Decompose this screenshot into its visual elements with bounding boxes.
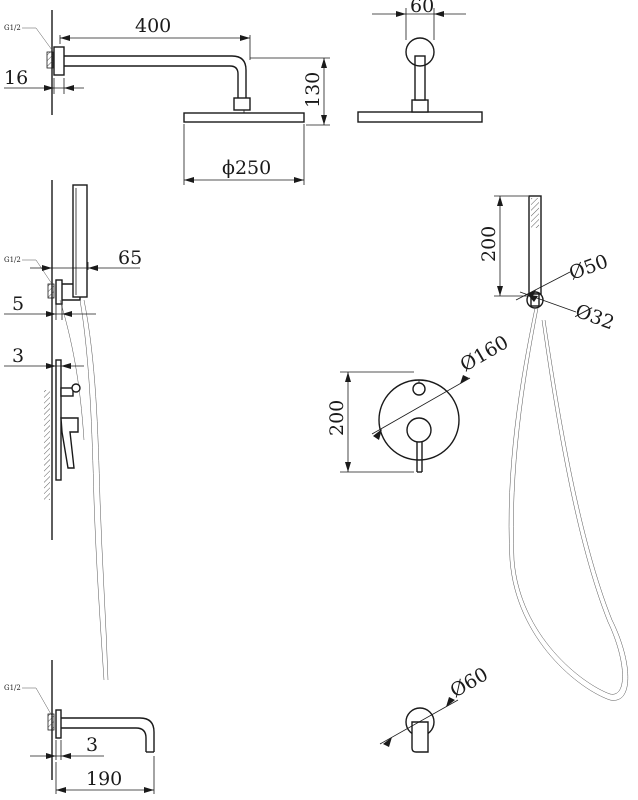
hose-loop-inner <box>513 307 623 695</box>
dim-arm-drop: 130 <box>302 72 324 108</box>
lever-handle-side <box>60 417 79 469</box>
diverter-knob-side <box>60 387 74 397</box>
holder-thread <box>47 283 55 299</box>
dim-spout-dia: Ø60 <box>447 663 492 702</box>
handset-spray-face <box>531 198 539 228</box>
shower-head-side <box>183 112 305 123</box>
dim-valve-plate-dia: Ø160 <box>457 331 513 376</box>
dim-handset-head-dia: Ø50 <box>566 250 611 284</box>
spout-side-view: G1/2 3 190 <box>4 660 155 794</box>
spout-plate <box>55 709 62 739</box>
arm-pipe-bottom <box>64 65 239 98</box>
hose-side-1 <box>79 299 105 681</box>
spout-front-view: Ø60 <box>379 663 492 753</box>
arm-connector <box>233 97 251 111</box>
valve-plate-front <box>378 379 460 461</box>
front-arm-pipe <box>414 55 426 101</box>
diverter-knob-front <box>412 382 426 396</box>
valve-front-view: Ø160 200 <box>326 331 513 473</box>
shower-arm-front-view: 60 <box>357 0 483 123</box>
dim-holder-plate: 5 <box>12 293 24 315</box>
front-arm-flange <box>405 37 435 67</box>
spout-thread <box>47 713 55 731</box>
spout-pipe-bottom <box>61 727 147 752</box>
holder-valve-side-view: G1/2 65 5 3 <box>4 180 142 681</box>
dim-head-diameter: ϕ250 <box>222 157 271 179</box>
handset-front-view: 200 Ø50 Ø32 <box>478 195 629 701</box>
dim-arm-length: 400 <box>135 15 171 37</box>
arm-wall-flange <box>53 46 65 76</box>
hose-side-2 <box>83 299 109 681</box>
dim-arm-side-width: 60 <box>410 0 434 17</box>
thread-label-holder: G1/2 <box>4 256 21 264</box>
dim-arm-wall-offset: 16 <box>4 67 28 89</box>
dim-handset-length: 200 <box>478 226 500 262</box>
valve-plate-side <box>55 359 62 481</box>
lever-hub-front <box>406 417 432 443</box>
front-connector <box>411 99 429 113</box>
spout-pipe-top <box>61 717 155 752</box>
dim-spout-length: 190 <box>86 768 122 790</box>
shower-head-front <box>357 111 483 123</box>
shower-arm-side-view: G1/2 400 16 130 ϕ250 <box>4 10 330 185</box>
dim-handset-handle-dia: Ø32 <box>572 300 617 334</box>
handset-side <box>72 184 88 298</box>
spout-body-front <box>411 721 429 753</box>
thread-label-arm: G1/2 <box>4 24 21 32</box>
dim-valve-height: 200 <box>326 400 348 436</box>
holder-plate <box>55 279 63 305</box>
dim-valve-plate: 3 <box>12 345 24 367</box>
thread-label-spout: G1/2 <box>4 684 21 692</box>
hose-loop-outer <box>508 307 629 701</box>
arm-thread <box>46 51 54 69</box>
dim-holder-depth: 65 <box>118 247 142 269</box>
dim-spout-plate: 3 <box>86 734 98 756</box>
arm-pipe-top <box>64 55 247 98</box>
